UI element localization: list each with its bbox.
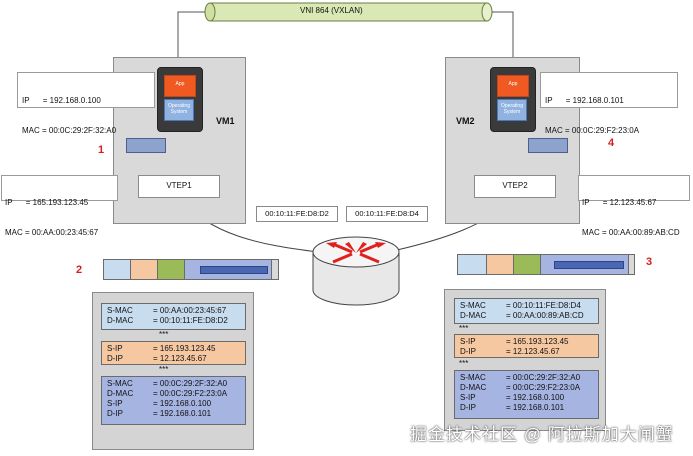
vtep1-box: VTEP1 <box>138 175 220 198</box>
vtep2-box: VTEP2 <box>474 175 556 198</box>
vm1-icon: App Operating System <box>157 67 203 132</box>
packet-panel-right: S-MAC= 00:10:11:FE:D8:D4 D-MAC= 00:AA:00… <box>444 289 606 431</box>
vm1-ip: IP = 192.168.0.100 <box>22 96 101 105</box>
vm2-ip: IP = 192.168.0.101 <box>545 96 624 105</box>
step-4-marker: 4 <box>608 137 615 149</box>
packet-panel-left: S-MAC= 00:AA:00:23:45:67 D-MAC= 00:10:11… <box>92 292 254 450</box>
vm2-mac: MAC = 00:0C:29:F2:23:0A <box>545 126 640 135</box>
vtep2-info-box: IP = 12.123.45.67 MAC = 00:AA:00:89:AB:C… <box>578 175 690 237</box>
vm2-icon: App Operating System <box>490 67 536 132</box>
left-inner-block: S-MAC= 00:0C:29:2F:32:A0 D-MAC= 00:0C:29… <box>101 376 246 425</box>
left-outer-mac-block: S-MAC= 00:AA:00:23:45:67 D-MAC= 00:10:11… <box>101 303 246 330</box>
vxlan-tunnel <box>204 2 493 22</box>
left-outer-ip-block: S-IP= 165.193.123.45 D-IP= 12.123.45.67 <box>101 341 246 365</box>
vtep1-mac: MAC = 00:AA:00:23:45:67 <box>5 228 99 237</box>
tunnel-label: VNI 864 (VXLAN) <box>300 6 363 15</box>
vm1-info-box: IP = 192.168.0.100 MAC = 00:0C:29:2F:32:… <box>17 72 155 135</box>
right-outer-mac-block: S-MAC= 00:10:11:FE:D8:D4 D-MAC= 00:AA:00… <box>454 298 599 324</box>
vm2-info-box: IP = 192.168.0.101 MAC = 00:0C:29:F2:23:… <box>540 72 678 135</box>
vm1-os-block: Operating System <box>164 99 194 121</box>
vm2-os-block: Operating System <box>497 99 527 121</box>
packet-bar-right <box>457 254 635 275</box>
vm2-label: VM2 <box>456 116 475 126</box>
vm2-app-block: App <box>497 75 529 97</box>
watermark: 掘金技术社区 @ 阿拉斯加大闸蟹 <box>410 425 674 444</box>
left-stars-2: *** <box>159 365 169 374</box>
packet-bar-left <box>103 259 279 280</box>
router-mac-right: 00:10:11:FE:D8:D4 <box>346 206 428 222</box>
right-outer-ip-block: S-IP= 165.193.123.45 D-IP= 12.123.45.67 <box>454 334 599 358</box>
vm1-nic-bar <box>126 138 166 153</box>
right-stars-1: *** <box>459 324 469 333</box>
vm2-nic-bar <box>528 138 568 153</box>
right-stars-2: *** <box>459 359 469 368</box>
step-3-marker: 3 <box>646 256 653 268</box>
step-1-marker: 1 <box>98 144 105 156</box>
left-stars-1: *** <box>159 330 169 339</box>
vtep2-mac: MAC = 00:AA:00:89:AB:CD <box>582 228 680 237</box>
vm1-mac: MAC = 00:0C:29:2F:32:A0 <box>22 126 117 135</box>
step-2-marker: 2 <box>76 264 83 276</box>
vtep1-info-box: IP = 165.193.123.45 MAC = 00:AA:00:23:45… <box>1 175 118 237</box>
vm1-app-block: App <box>164 75 196 97</box>
vtep2-ip: IP = 12.123.45.67 <box>582 198 657 207</box>
right-inner-block: S-MAC= 00:0C:29:2F:32:A0 D-MAC= 00:0C:29… <box>454 370 599 419</box>
vm1-label: VM1 <box>216 116 235 126</box>
router-mac-left: 00:10:11:FE:D8:D2 <box>256 206 338 222</box>
vtep1-ip: IP = 165.193.123.45 <box>5 198 89 207</box>
router-icon <box>312 236 400 306</box>
